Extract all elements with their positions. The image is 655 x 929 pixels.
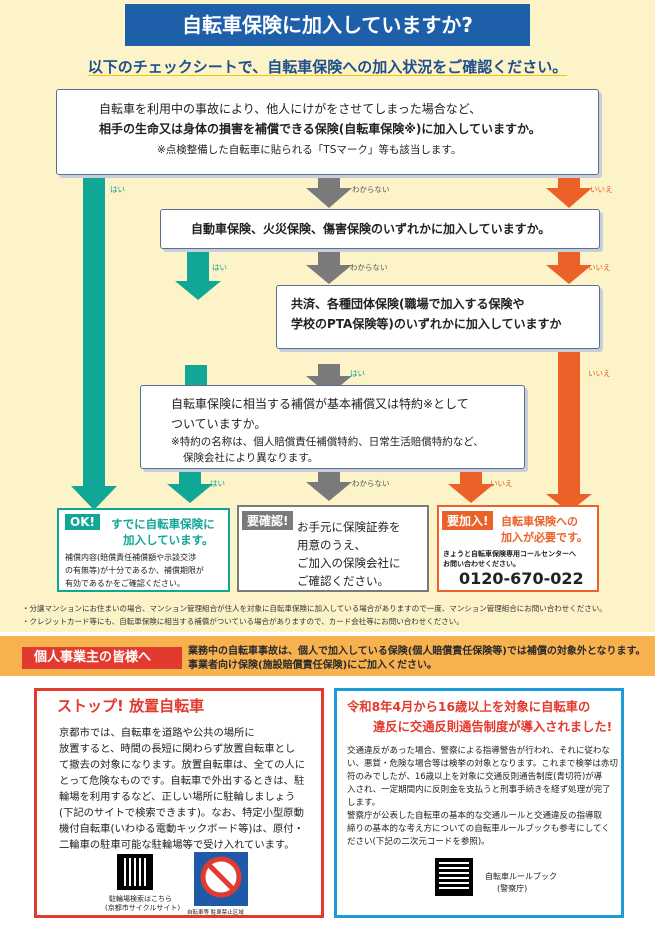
traffic-violation-body-line: い、悪質・危険な場合等は検挙の対象となります。これまで検挙は赤切 <box>347 759 618 769</box>
abandoned-bicycle-body: 京都市では、自転車を道路や公共の場所に放置すると、時間の長短に関わらず放置自転車… <box>59 725 305 853</box>
result-ok-badge: OK! <box>65 514 100 530</box>
label-no-2: いいえ <box>588 263 611 272</box>
traffic-violation-body-line: 交通違反があった場合、警察による指導警告が行われ、それに従わな <box>347 746 610 756</box>
abandoned-bicycle-body-line: 京都市では、自転車を道路や公共の場所に <box>59 727 255 739</box>
result-ok-note3: 有効であるかをご確認ください。 <box>65 579 185 588</box>
result-ok-note2: の有無等)が十分であるか、補償期限が <box>65 566 204 575</box>
footnote-1: ・分譲マンションにお住まいの場合、マンション管理組合が住人を対象に自転車保険に加… <box>22 604 607 613</box>
qr-caption-2: (京都市サイクルサイト) <box>105 904 181 912</box>
rulebook-caption-1: 自転車ルールブック <box>485 872 557 881</box>
footnote-2: ・クレジットカード等にも、自転車保険に相当する補償がついている場合がありますので… <box>22 617 464 626</box>
result-check-line1: お手元に保険証券を <box>297 520 401 534</box>
result-check-line4: ご確認ください。 <box>297 574 389 588</box>
call-center-line2: お問い合わせください。 <box>443 560 520 568</box>
call-center-phone[interactable]: 0120-670-022 <box>459 569 584 588</box>
traffic-violation-body-line: ださい(下記の二次元コードを参照)。 <box>347 837 490 847</box>
abandoned-bicycle-title: ストップ! 放置自転車 <box>57 697 205 715</box>
result-need-title2: 加入が必要です。 <box>501 531 588 544</box>
traffic-violation-body-line: 符のみでしたが、16歳以上を対象に交通反則通告制度(青切符)が導 <box>347 772 603 782</box>
label-yes-1: はい <box>110 185 125 194</box>
abandoned-bicycle-body-line: て撤去の対象になります。放置自転車は、全ての人に <box>59 759 306 771</box>
label-unknown-4: わからない <box>352 479 390 488</box>
abandoned-bicycle-body-line: (下記のサイトで検索できます)。なお、特定小型原動 <box>59 807 304 819</box>
page-subtitle: 以下のチェックシートで、自転車保険への加入状況をご確認ください。 <box>87 58 568 76</box>
result-check-badge: 要確認! <box>242 511 294 530</box>
traffic-violation-body: 交通違反があった場合、警察による指導警告が行われ、それに従わない、悪質・危険な場… <box>347 745 618 849</box>
question-1-box: 自転車を利用中の事故により、他人にけがをさせてしまった場合など、 相手の生命又は… <box>56 89 599 175</box>
abandoned-bicycle-body-line: 二輪車の駐車可能な駐輪場等で受け入れています。 <box>59 839 295 851</box>
page-title: 自転車保険に加入していますか? <box>125 4 530 46</box>
label-yes-2: はい <box>212 263 227 272</box>
question-3-line2: 学校のPTA保険等)のいずれかに加入していますか <box>291 317 562 332</box>
abandoned-bicycle-body-line: 放置すると、時間の長短に関わらず放置自転車とし <box>59 743 296 755</box>
question-4-note2: 保険会社により異なります。 <box>183 451 319 464</box>
label-no-3: いいえ <box>588 369 611 378</box>
question-4-note1: ※特約の名称は、個人賠償責任補償特約、日常生活賠償特約など、 <box>171 435 484 448</box>
result-check-line3: ご加入の保険会社に <box>297 556 401 570</box>
question-1-line1: 自転車を利用中の事故により、他人にけがをさせてしまった場合など、 <box>99 102 482 116</box>
result-ok-note1: 補償内容(賠償責任補償額や示談交渉 <box>65 553 197 562</box>
question-2-text: 自動車保険、火災保険、傷害保険のいずれかに加入していますか。 <box>191 222 551 236</box>
qr-caption-1: 駐輪場検索はこちら <box>109 895 172 903</box>
traffic-violation-panel: 令和8年4月から16歳以上を対象に自転車の 違反に交通反則通告制度が導入されまし… <box>334 688 624 918</box>
business-tag: 個人事業主の皆様へ <box>22 647 182 669</box>
traffic-violation-title2: 違反に交通反則通告制度が導入されました! <box>373 720 613 734</box>
result-check-line2: 用意のうえ、 <box>297 538 366 552</box>
question-4-box: 自転車保険に相当する補償が基本補償又は特約※として ついていますか。 ※特約の名… <box>140 385 525 469</box>
no-parking-caption: 自転車等 駐車禁止区域 <box>187 910 244 916</box>
result-ok-title1: すでに自転車保険に <box>111 517 215 531</box>
traffic-violation-body-line: 締りの基本的な考え方についての自転車ルールブックも参考にしてく <box>347 824 610 834</box>
result-need-box: 要加入! 自転車保険への 加入が必要です。 きょうと自転車保険専用コールセンター… <box>437 505 599 592</box>
abandoned-bicycle-body-line: とって危険なものです。自転車で外出するときは、駐 <box>59 775 305 787</box>
question-3-box: 共済、各種団体保険(職場で加入する保険や 学校のPTA保険等)のいずれかに加入し… <box>276 285 600 349</box>
question-4-line1: 自転車保険に相当する補償が基本補償又は特約※として <box>171 397 469 411</box>
traffic-violation-body-line: 入され、一定期間内に反則金を支払うと刑事手続きを経ず処理が完了 <box>347 785 611 795</box>
business-line1: 業務中の自転車事故は、個人で加入している保険(個人賠償責任保険等)では補償の対象… <box>188 646 646 657</box>
result-ok-box: OK! すでに自転車保険に 加入しています。 補償内容(賠償責任補償額や示談交渉… <box>57 508 230 592</box>
result-check-box: 要確認! お手元に保険証券を 用意のうえ、 ご加入の保険会社に ご確認ください。 <box>237 505 429 592</box>
abandoned-bicycle-panel: ストップ! 放置自転車 京都市では、自転車を道路や公共の場所に放置すると、時間の… <box>34 688 324 918</box>
result-need-badge: 要加入! <box>442 511 494 530</box>
question-2-box: 自動車保険、火災保険、傷害保険のいずれかに加入していますか。 <box>160 209 600 249</box>
label-unknown-1: わからない <box>352 185 390 194</box>
call-center-line1: きょうと自転車保険専用コールセンターへ <box>443 550 576 558</box>
label-yes-4: はい <box>210 479 225 488</box>
no-parking-sign <box>194 852 248 906</box>
rulebook-caption-2: (警察庁) <box>497 884 528 893</box>
traffic-violation-body-line: 警察庁が公表した自転車の基本的な交通ルールと交通違反の指導取 <box>347 811 603 821</box>
question-1-line2: 相手の生命又は身体の損害を補償できる保険(自転車保険※)に加入していますか。 <box>99 122 541 137</box>
result-need-title1: 自転車保険への <box>501 515 578 528</box>
result-ok-title2: 加入しています。 <box>123 533 214 547</box>
traffic-violation-title1: 令和8年4月から16歳以上を対象に自転車の <box>347 700 591 714</box>
label-unknown-2: わからない <box>350 263 388 272</box>
question-1-note: ※点検整備した自転車に貼られる「TSマーク」等も該当します。 <box>157 143 462 156</box>
question-4-line2: ついていますか。 <box>171 417 267 432</box>
qr-code-rulebook[interactable] <box>433 856 475 898</box>
traffic-violation-body-line: します。 <box>347 798 381 808</box>
label-no-4: いいえ <box>490 479 513 488</box>
abandoned-bicycle-body-line: 機付自転車(いわゆる電動キックボード等)は、原付・ <box>59 823 304 835</box>
label-yes-3: はい <box>350 369 365 378</box>
label-no-1: いいえ <box>590 185 613 194</box>
qr-code-cycle-site[interactable] <box>115 852 155 892</box>
abandoned-bicycle-body-line: 輪場を利用するなど、正しい場所に駐輪しましょう <box>59 791 296 803</box>
business-line2: 事業者向け保険(施設賠償責任保険)にご加入ください。 <box>188 660 437 671</box>
question-3-line1: 共済、各種団体保険(職場で加入する保険や <box>291 297 525 311</box>
